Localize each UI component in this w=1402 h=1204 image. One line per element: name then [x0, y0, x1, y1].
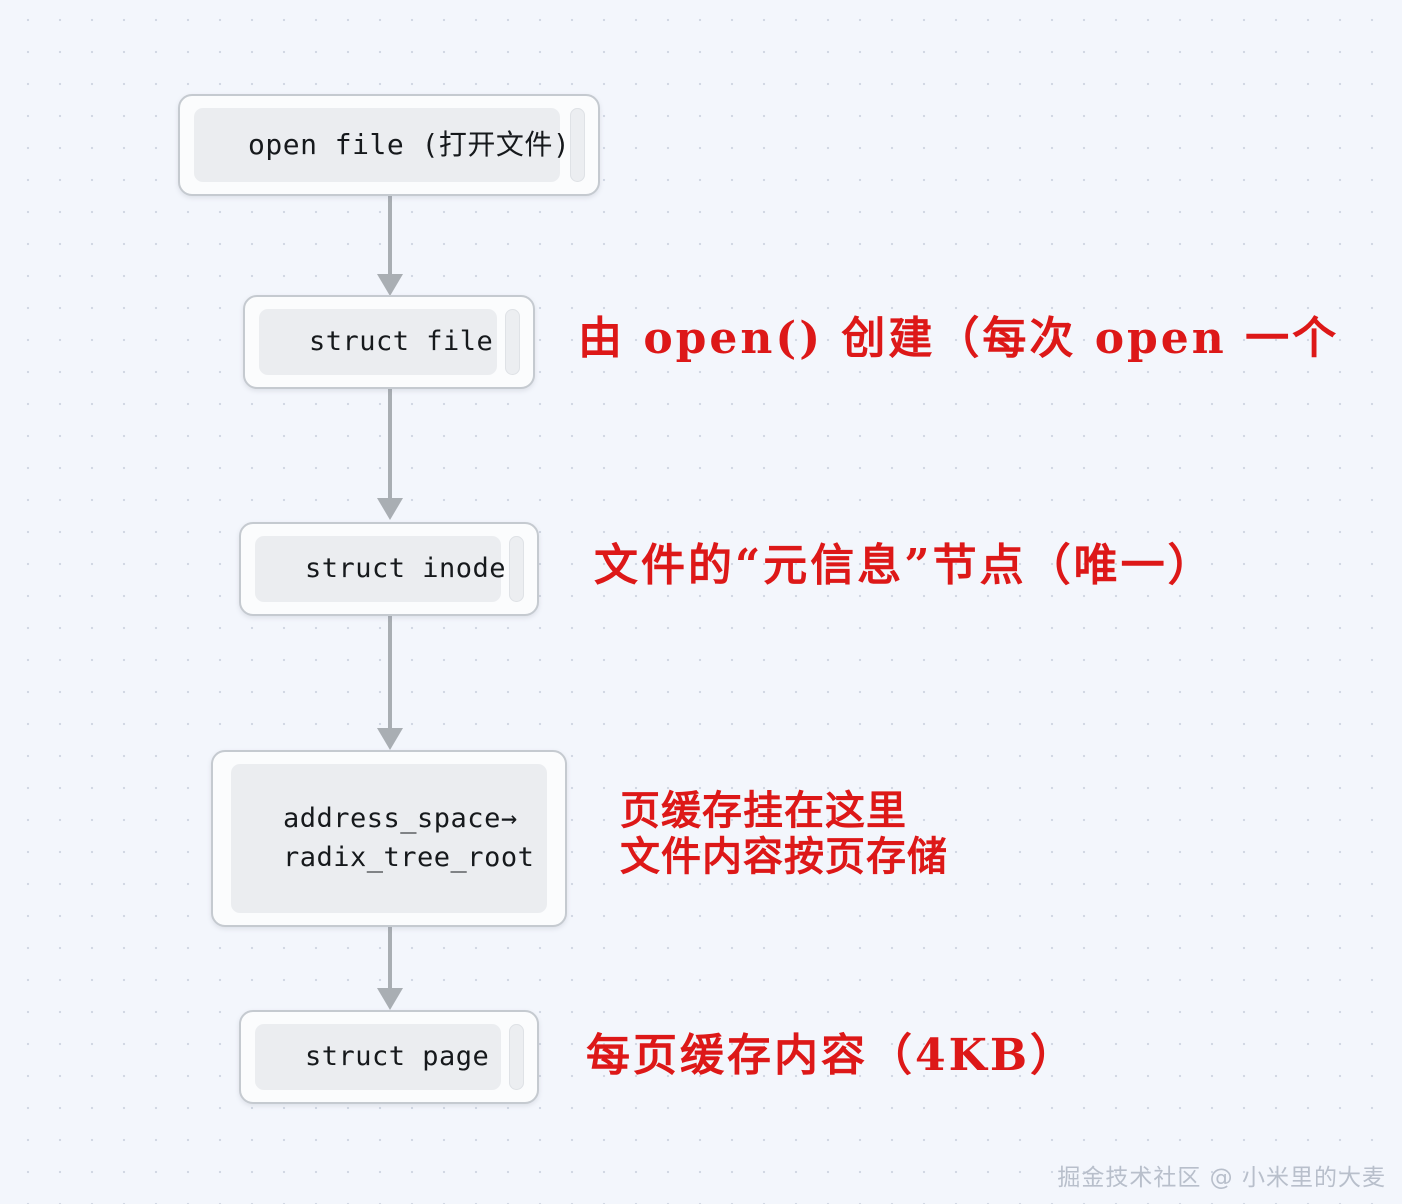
annotation-struct-inode: 文件的“元信息”节点（唯一）	[594, 540, 1215, 591]
node-address-space[interactable]: address_space→ radix_tree_root	[211, 750, 567, 927]
node-struct-inode-side-strip	[509, 536, 524, 602]
arrow-open-file-to-struct-file	[377, 190, 403, 296]
node-struct-file-panel: struct file	[259, 309, 497, 375]
arrow-struct-inode-to-address-space	[377, 611, 403, 750]
annotation-struct-file: 由 open() 创建（每次 open 一个	[578, 313, 1340, 364]
node-address-space-label-line1: address_space→	[283, 803, 518, 835]
node-struct-page-label: struct page	[305, 1040, 490, 1072]
annotation-struct-page: 每页缓存内容（4KB）	[586, 1030, 1078, 1081]
node-open-file-panel: open file (打开文件)	[194, 108, 570, 182]
annotation-address-space-line2: 文件内容按页存储	[620, 833, 948, 880]
node-address-space-label-line2: radix_tree_root	[283, 841, 535, 873]
node-struct-page[interactable]: struct page	[239, 1010, 539, 1104]
node-struct-file[interactable]: struct file	[243, 295, 535, 389]
annotation-address-space: 页缓存挂在这里 文件内容按页存储	[620, 788, 948, 880]
node-struct-inode-panel: struct inode	[255, 536, 506, 602]
node-struct-inode[interactable]: struct inode	[239, 522, 539, 616]
node-struct-file-side-strip	[505, 309, 520, 375]
node-struct-page-side-strip	[509, 1024, 524, 1090]
annotation-address-space-line1: 页缓存挂在这里	[620, 787, 907, 834]
node-struct-page-panel: struct page	[255, 1024, 501, 1090]
node-struct-file-label: struct file	[309, 325, 494, 357]
watermark-text: 掘金技术社区 @ 小米里的大麦	[1057, 1165, 1386, 1191]
arrow-struct-file-to-struct-inode	[377, 384, 403, 520]
node-open-file[interactable]: open file (打开文件)	[178, 94, 600, 196]
node-open-file-label: open file (打开文件)	[248, 128, 571, 162]
node-address-space-panel: address_space→ radix_tree_root	[231, 764, 547, 913]
node-open-file-side-strip	[570, 108, 585, 182]
arrow-address-space-to-struct-page	[377, 922, 403, 1010]
node-struct-inode-label: struct inode	[305, 552, 507, 584]
